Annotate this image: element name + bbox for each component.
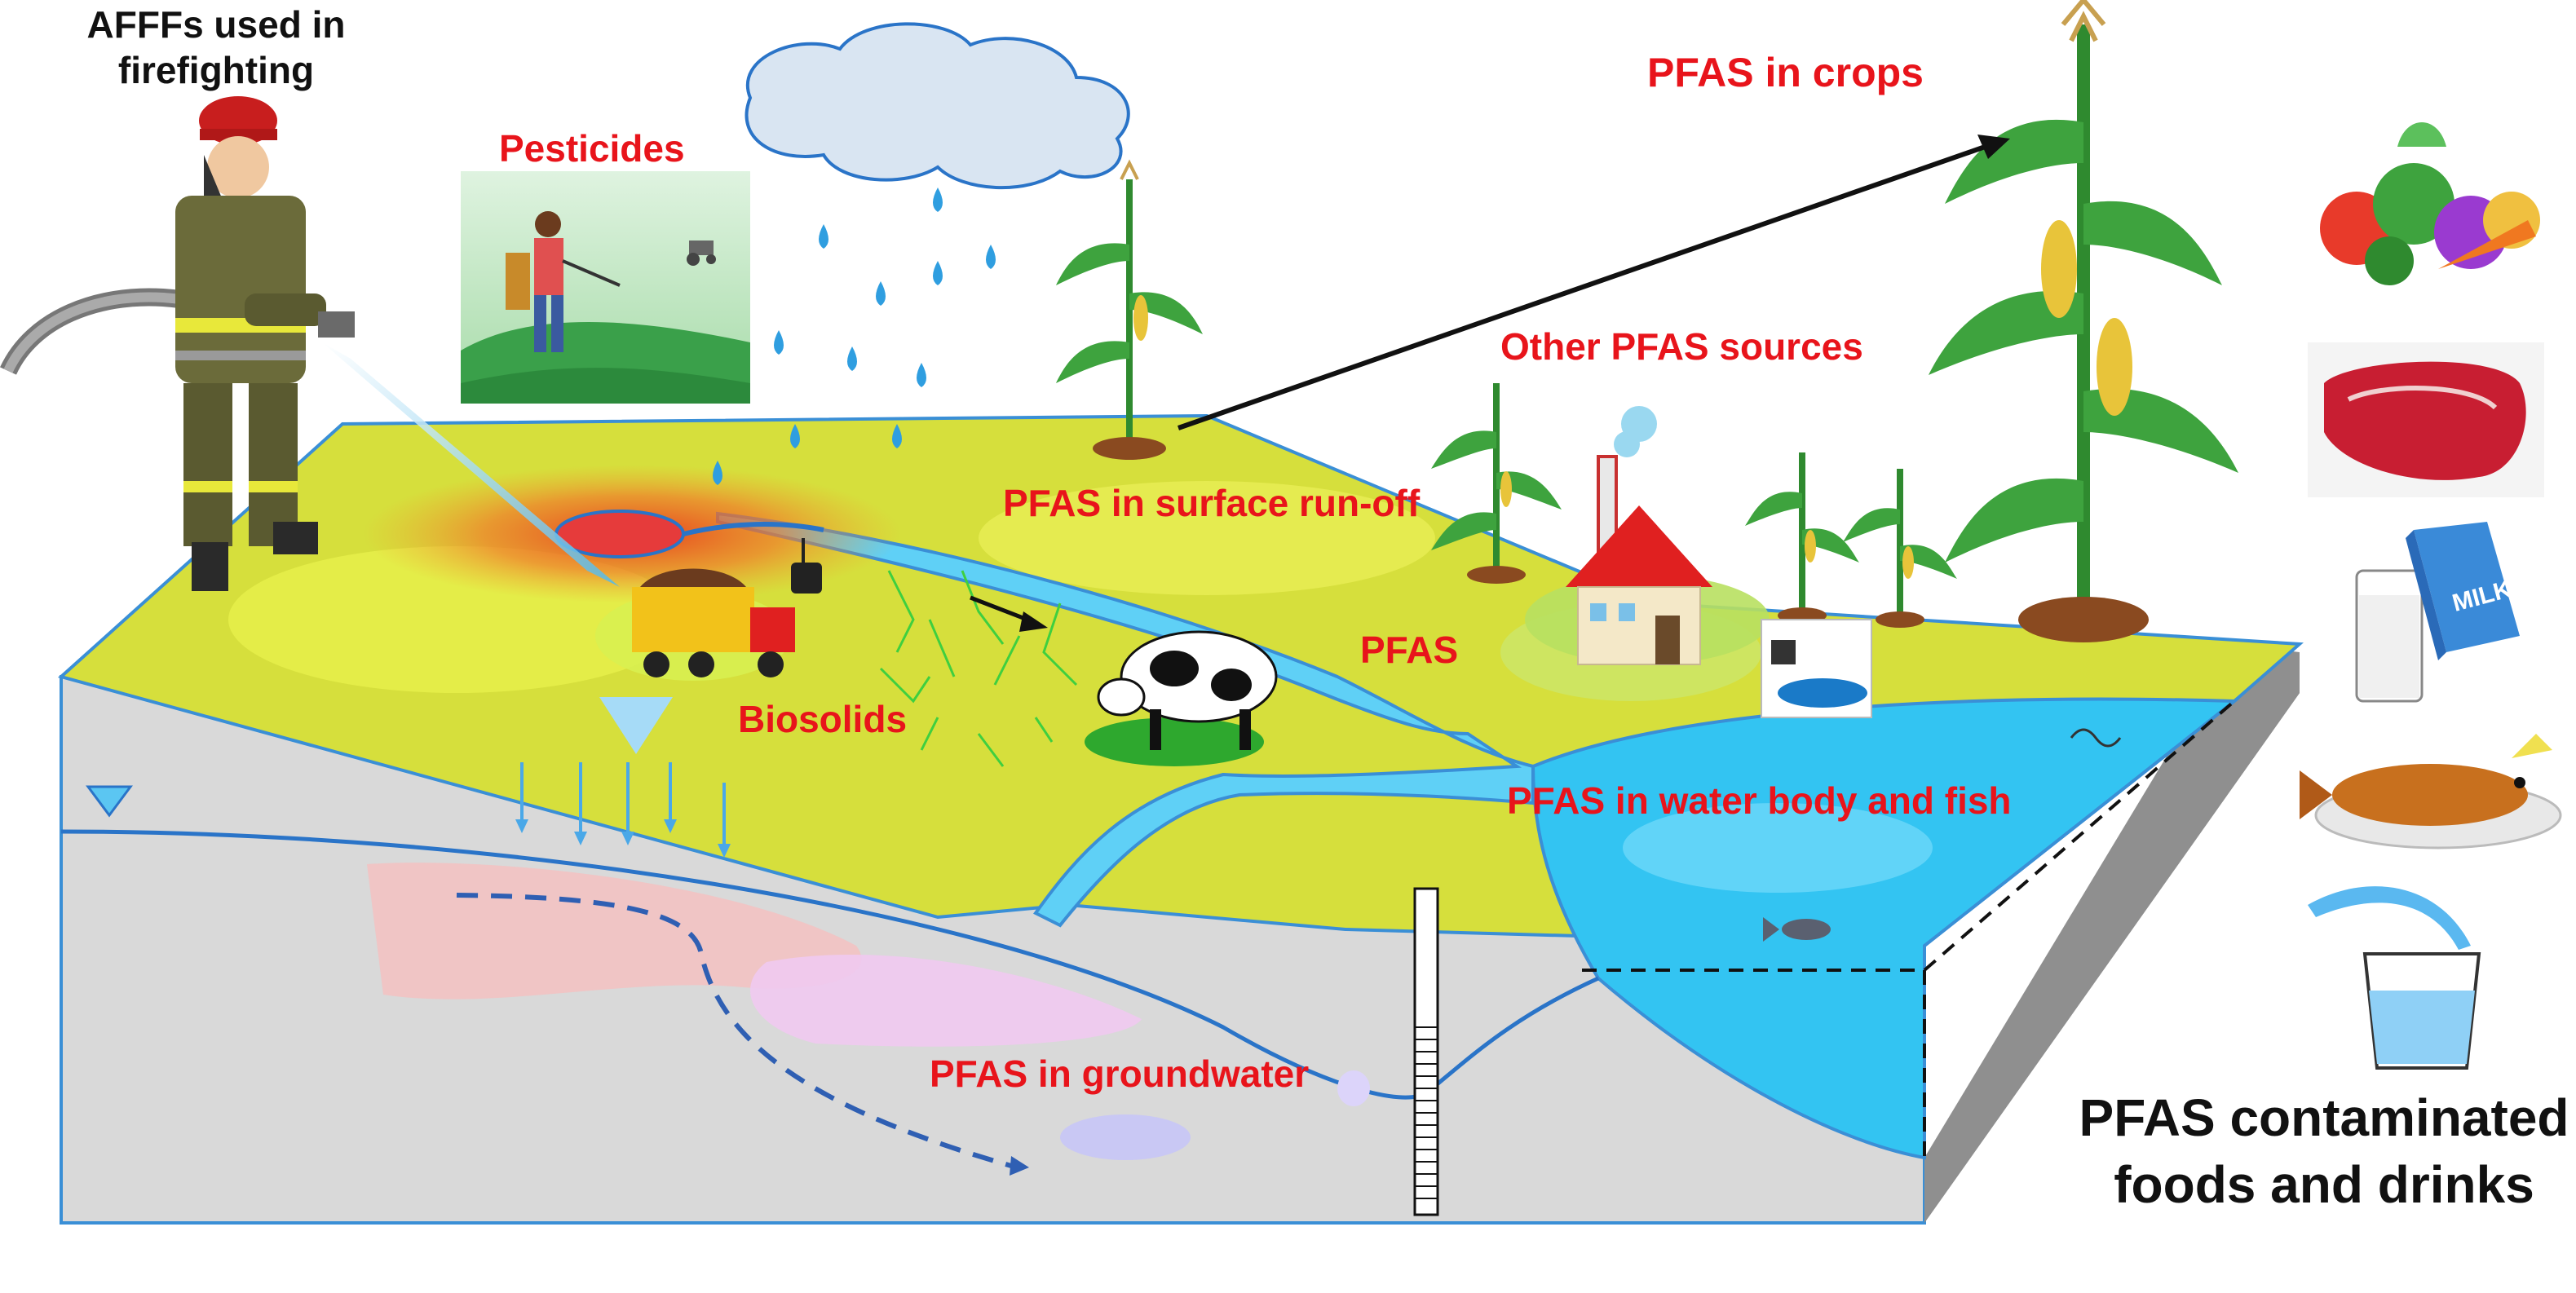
water-table-marker-icon xyxy=(86,785,133,818)
afff-hotspot xyxy=(363,465,901,603)
fish-icon xyxy=(1763,917,1831,942)
surface-runoff-label: PFAS in surface run-off xyxy=(1003,482,1421,524)
pfas-label: PFAS xyxy=(1360,629,1459,671)
water-body xyxy=(1531,697,2239,1160)
infiltration-arrows xyxy=(515,697,731,858)
crops-label: PFAS in crops xyxy=(1647,50,1924,95)
tractor-icon xyxy=(687,241,716,266)
cow-icon xyxy=(879,570,1278,767)
pesticides-label: Pesticides xyxy=(499,127,685,170)
water-body-label: PFAS in water body and fish xyxy=(1507,779,2012,822)
firefighter-icon xyxy=(0,96,620,591)
infiltration-big-arrow-icon xyxy=(599,697,673,754)
cloud-icon xyxy=(745,22,1130,190)
other-sources-label: Other PFAS sources xyxy=(1500,325,1863,368)
biosolids-label: Biosolids xyxy=(738,698,908,740)
afff-label: AFFFs used in firefighting xyxy=(86,3,346,91)
steak-icon xyxy=(2308,342,2544,497)
water-table xyxy=(60,785,1600,1100)
factory-icon xyxy=(1525,406,1872,718)
runoff-arrow xyxy=(970,595,1048,632)
crop-uptake-arrow xyxy=(1178,135,2010,430)
river-channel xyxy=(716,511,1535,928)
raindrop-icon xyxy=(713,188,996,485)
water-glass-icon xyxy=(2308,886,2481,1070)
groundwater-plume xyxy=(367,863,1370,1176)
corn-plant-icon xyxy=(1056,0,2238,642)
well-icon xyxy=(1413,887,1439,1216)
farmer-sprayer-icon xyxy=(461,171,750,404)
foods-label: PFAS contaminated foods and drinks xyxy=(2079,1088,2569,1214)
milk-icon: MILK xyxy=(2355,522,2520,703)
groundwater-label: PFAS in groundwater xyxy=(930,1052,1310,1095)
dump-truck-icon xyxy=(595,538,822,681)
grilled-fish-icon xyxy=(2300,734,2562,849)
vegetables-icon xyxy=(2320,122,2540,285)
